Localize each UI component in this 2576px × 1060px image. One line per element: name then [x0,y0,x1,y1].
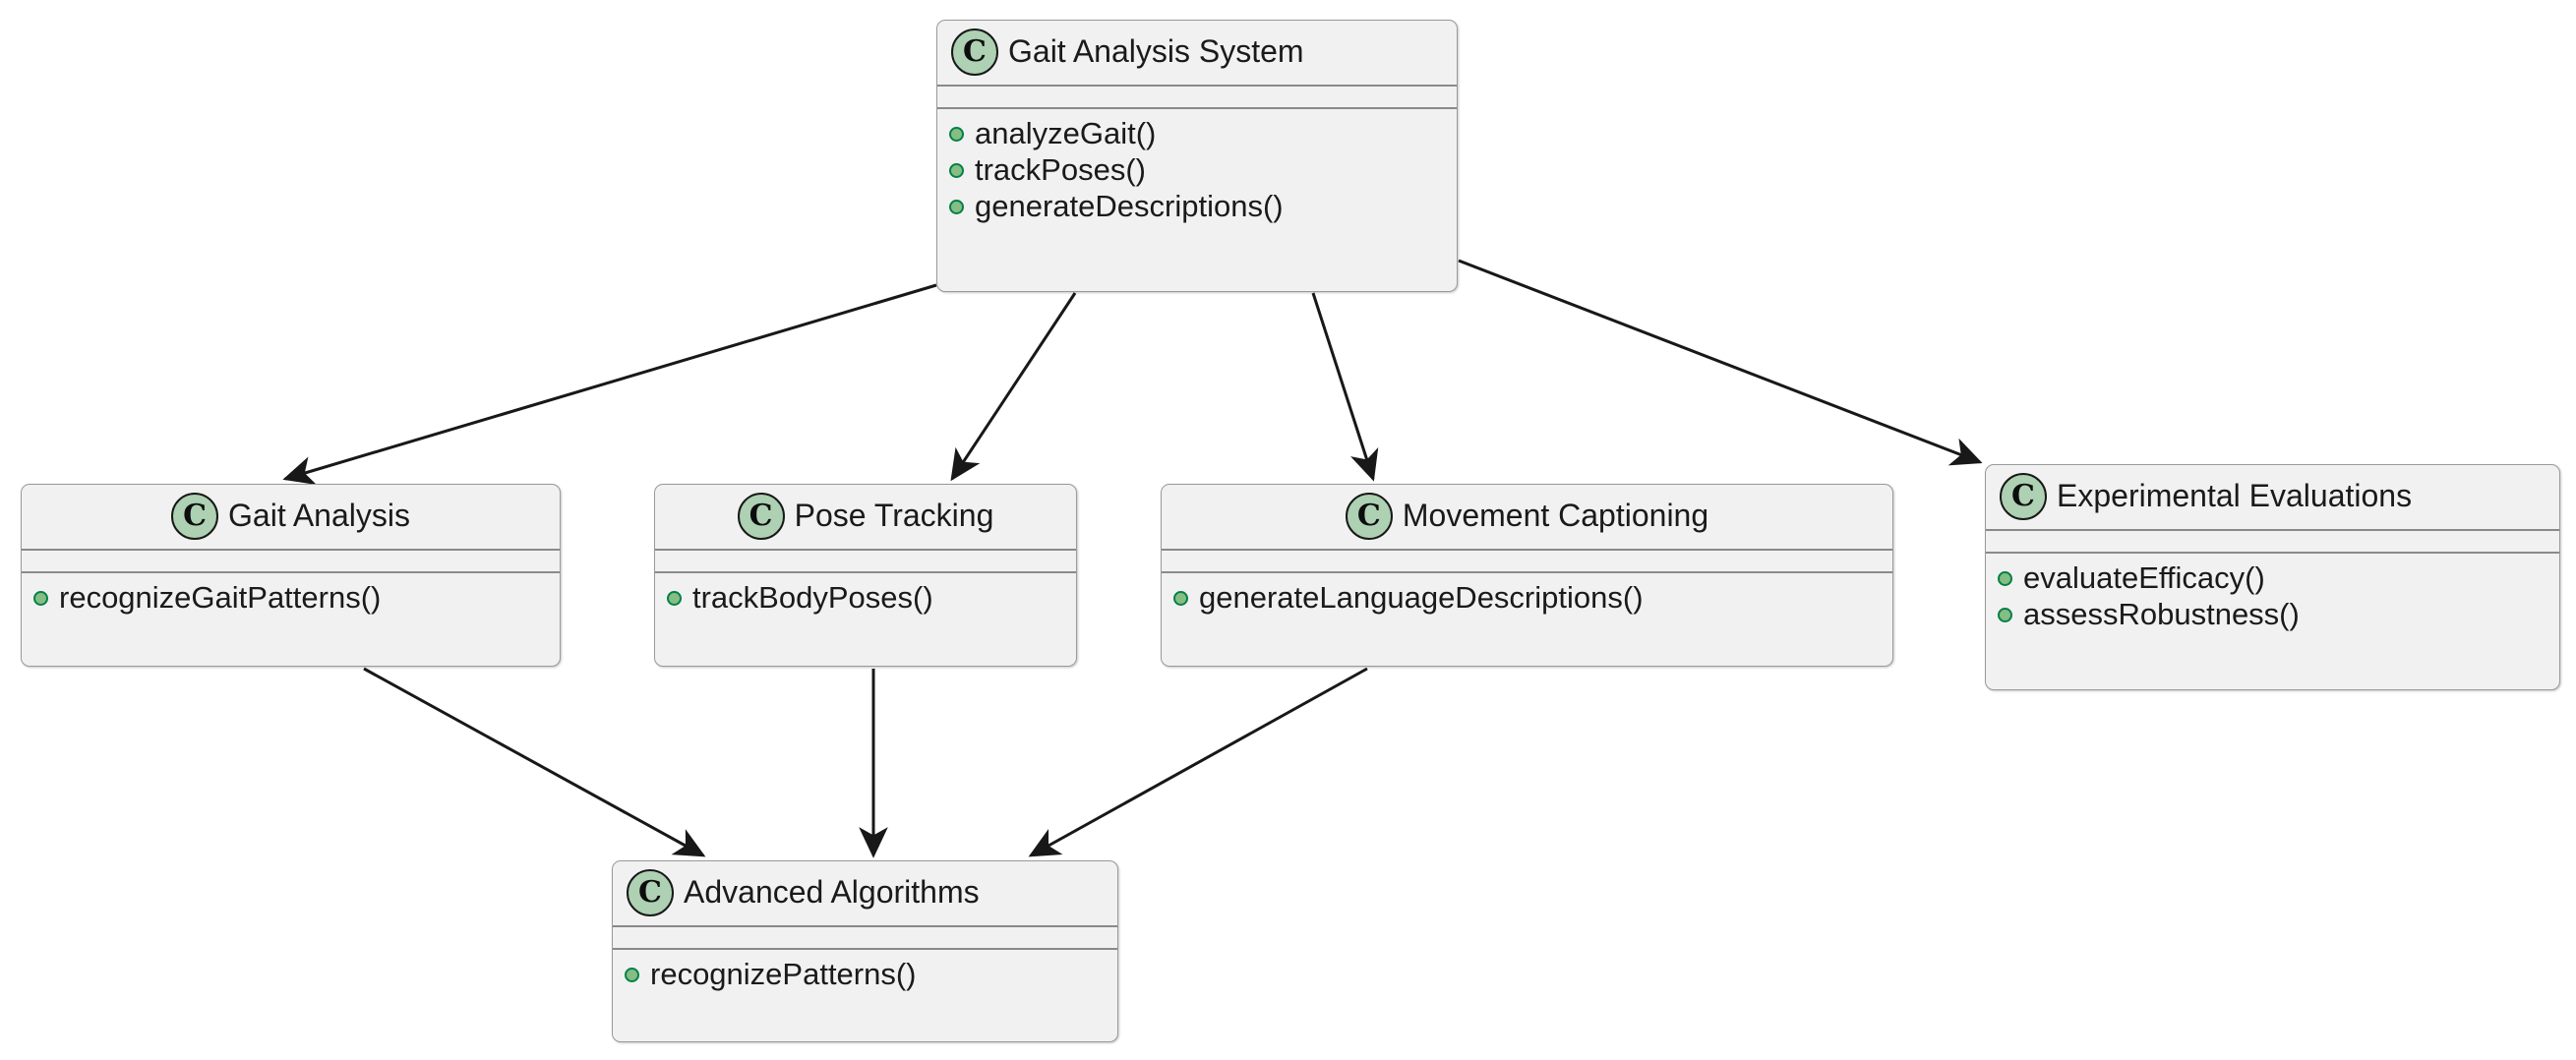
public-method-dot-icon [625,968,639,982]
method-row[interactable]: analyzeGait() [949,116,1445,152]
method-compartment-experimental-evaluations: evaluateEfficacy()assessRobustness() [1986,554,2559,689]
method-row[interactable]: generateDescriptions() [949,189,1445,225]
class-circle-icon: C [737,493,785,540]
class-header-experimental-evaluations: C Experimental Evaluations [1986,465,2559,529]
method-row[interactable]: trackBodyPoses() [667,580,1064,617]
edge-gait-analysis-system-to-pose-tracking [950,292,1077,482]
method-compartment-advanced-algorithms: recognizePatterns() [613,950,1117,1041]
attribute-compartment-gait-analysis [22,551,560,571]
public-method-dot-icon [949,127,964,142]
compartment-separator-top [937,85,1457,87]
class-name-label: Experimental Evaluations [2057,478,2413,514]
method-label: evaluateEfficacy() [2023,560,2265,596]
method-row[interactable]: trackPoses() [949,152,1445,189]
attribute-compartment-pose-tracking [655,551,1076,571]
public-method-dot-icon [667,591,682,606]
method-compartment-pose-tracking: trackBodyPoses() [655,573,1076,666]
class-box-experimental-evaluations[interactable]: C Experimental Evaluations evaluateEfficac… [1985,464,2560,690]
edge-gait-analysis-system-to-experimental-evaluations [1458,259,1983,466]
public-method-dot-icon [949,163,964,178]
method-compartment-gait-analysis: recognizeGaitPatterns() [22,573,560,666]
attribute-compartment-movement-captioning [1162,551,1892,571]
public-method-dot-icon [1173,591,1188,606]
attribute-compartment-advanced-algorithms [613,927,1117,948]
class-circle-icon: C [1345,493,1393,540]
method-row[interactable]: recognizeGaitPatterns() [33,580,548,617]
class-circle-icon: C [951,29,998,76]
class-name-label: Advanced Algorithms [684,874,980,911]
class-name-label: Pose Tracking [794,498,994,534]
method-label: recognizeGaitPatterns() [59,580,382,616]
method-row[interactable]: assessRobustness() [1998,597,2547,633]
edge-gait-analysis-to-advanced-algorithms [363,667,706,857]
method-compartment-movement-captioning: generateLanguageDescriptions() [1162,573,1892,666]
method-label: generateLanguageDescriptions() [1199,580,1644,616]
method-row[interactable]: generateLanguageDescriptions() [1173,580,1881,617]
method-row[interactable]: recognizePatterns() [625,957,1106,993]
edge-movement-captioning-to-advanced-algorithms [1028,667,1368,857]
method-compartment-gait-analysis-system: analyzeGait()trackPoses()generateDescrip… [937,109,1457,291]
class-name-label: Gait Analysis [228,498,410,534]
compartment-separator-bottom [937,107,1457,109]
class-name-label: Movement Captioning [1402,498,1709,534]
method-label: trackPoses() [975,152,1146,188]
compartment-separator-top [655,549,1076,551]
class-header-advanced-algorithms: C Advanced Algorithms [613,861,1117,925]
method-label: assessRobustness() [2023,597,2300,632]
compartment-separator-top [1162,549,1892,551]
class-circle-icon: C [2000,473,2047,520]
method-label: generateDescriptions() [975,189,1284,224]
class-box-gait-analysis-system[interactable]: C Gait Analysis System analyzeGait()trackP… [936,20,1458,292]
compartment-separator-bottom [613,948,1117,950]
edge-gait-analysis-system-to-gait-analysis [282,283,937,485]
public-method-dot-icon [33,591,48,606]
compartment-separator-top [613,925,1117,927]
compartment-separator-bottom [1986,552,2559,554]
compartment-separator-bottom [655,571,1076,573]
class-header-gait-analysis-system: C Gait Analysis System [937,21,1457,85]
compartment-separator-top [1986,529,2559,531]
class-name-label: Gait Analysis System [1008,33,1304,70]
compartment-separator-bottom [1162,571,1892,573]
attribute-compartment-experimental-evaluations [1986,531,2559,552]
class-circle-icon: C [627,869,674,916]
method-label: trackBodyPoses() [692,580,933,616]
attribute-compartment-gait-analysis-system [937,87,1457,107]
class-circle-icon: C [171,493,219,540]
class-box-advanced-algorithms[interactable]: C Advanced Algorithms recognizePatterns() [612,860,1118,1042]
public-method-dot-icon [1998,608,2012,622]
method-row[interactable]: evaluateEfficacy() [1998,560,2547,597]
public-method-dot-icon [1998,571,2012,586]
compartment-separator-bottom [22,571,560,573]
method-label: recognizePatterns() [650,957,917,992]
compartment-separator-top [22,549,560,551]
method-label: analyzeGait() [975,116,1157,151]
public-method-dot-icon [949,200,964,214]
edge-gait-analysis-system-to-movement-captioning [1311,292,1379,482]
